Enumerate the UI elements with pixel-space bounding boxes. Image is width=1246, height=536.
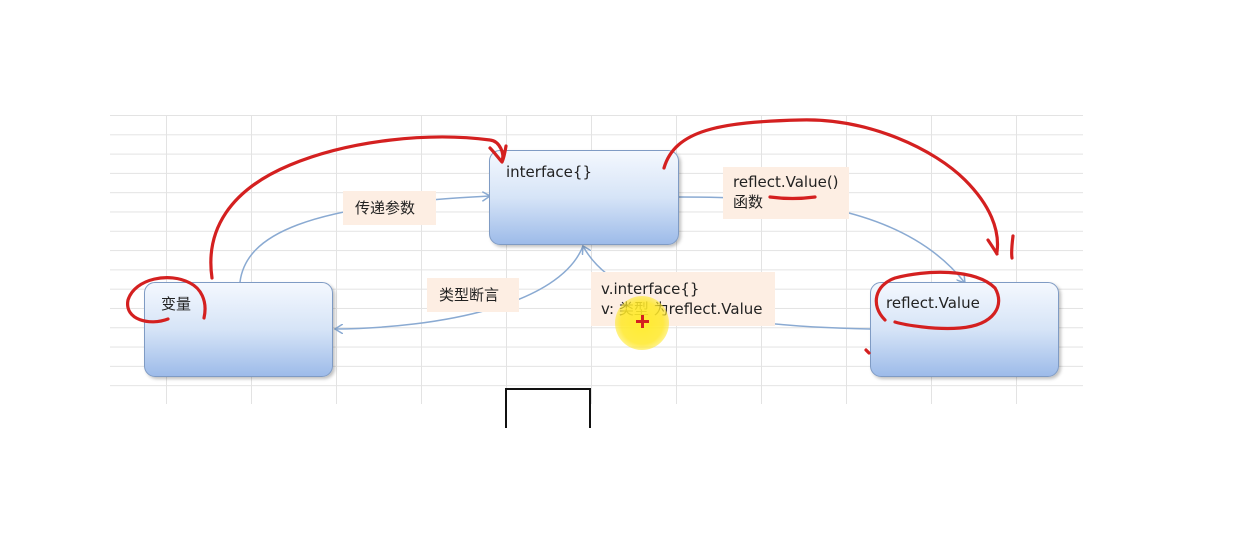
- annotation-circle-variable: [126, 276, 207, 324]
- node-reflect-value: reflect.Value: [870, 282, 1059, 377]
- annotation-arrow-variable-to-interface: [209, 135, 508, 280]
- crosshair-cursor-icon: [636, 315, 649, 328]
- node-variable-label: 变量: [161, 295, 192, 313]
- node-interface-label: interface{}: [506, 163, 592, 181]
- annotation-circle-reflect-value: [874, 270, 1001, 331]
- node-reflect-value-label: reflect.Value: [886, 294, 980, 312]
- edge-label-reflect-value-func: reflect.Value() 函数: [723, 167, 849, 219]
- black-frame-outline: [505, 388, 591, 428]
- edge-label-pass-params: 传递参数: [343, 191, 436, 225]
- edge-label-reflect-value-func-line1: reflect.Value(): [733, 173, 839, 191]
- edge-label-pass-params-text: 传递参数: [355, 199, 416, 217]
- annotation-tick-reflect: [864, 348, 871, 355]
- node-interface: interface{}: [489, 150, 679, 245]
- edge-label-v-interface-line1: v.interface{}: [601, 280, 700, 298]
- node-variable: 变量: [144, 282, 333, 377]
- edge-label-reflect-value-func-line2: 函数: [733, 193, 764, 211]
- annotation-arrow-interface-to-reflect: [662, 118, 1015, 260]
- edge-label-type-assertion: 类型断言: [427, 278, 519, 312]
- edge-label-type-assertion-text: 类型断言: [439, 286, 500, 304]
- annotation-underline-value-func: [768, 195, 817, 201]
